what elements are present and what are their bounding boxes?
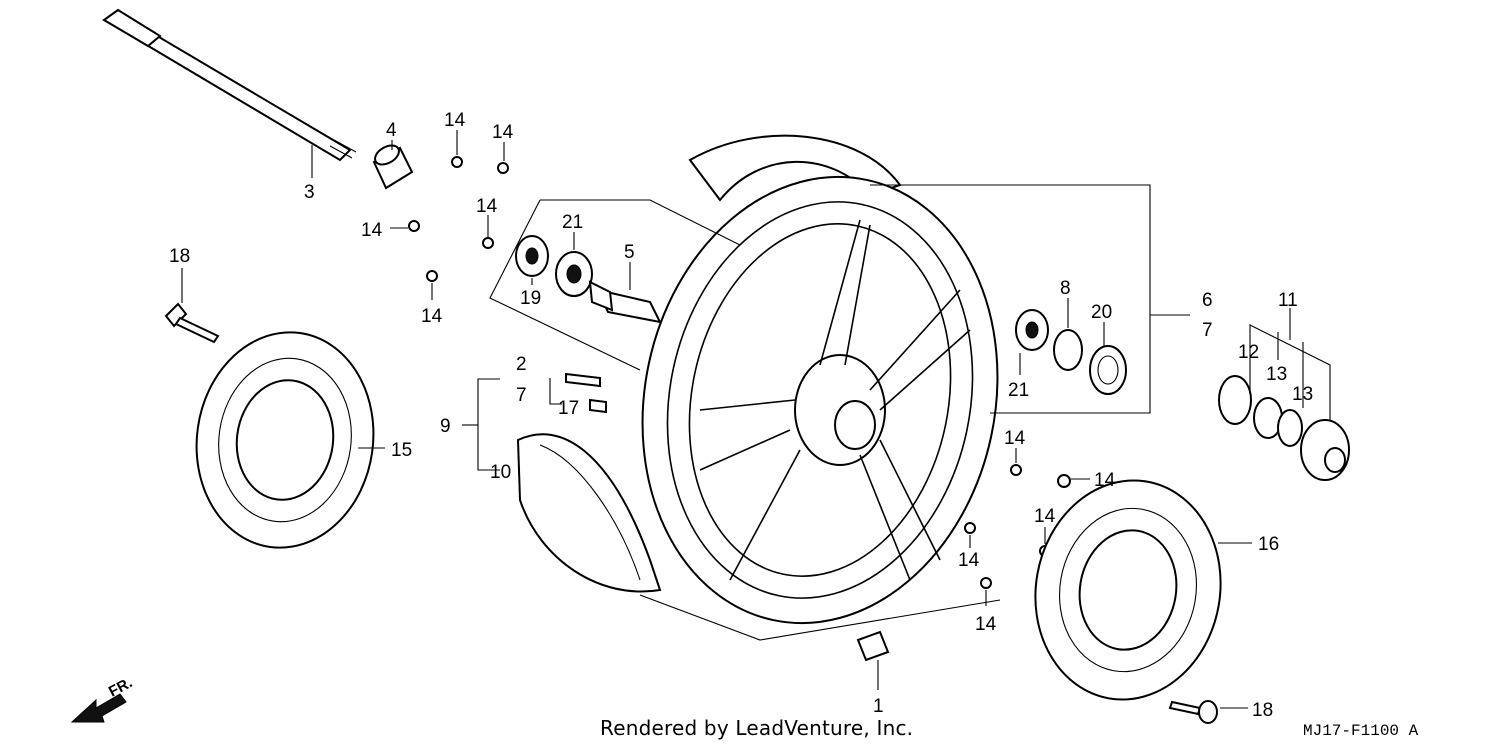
callout-20: 20 — [1091, 302, 1112, 323]
callout-14: 14 — [444, 110, 466, 131]
callout-14: 14 — [1094, 470, 1116, 491]
disc-bolt-part — [164, 302, 220, 344]
callout-11: 11 — [1278, 290, 1298, 311]
nut-parts — [408, 156, 1071, 589]
callout-18: 18 — [169, 246, 190, 267]
callout-4: 4 — [386, 120, 397, 141]
callout-12: 12 — [1238, 342, 1259, 363]
callout-14: 14 — [958, 550, 980, 571]
collar-part — [372, 144, 414, 190]
bearing-part — [555, 251, 593, 297]
right-brake-disc-part — [1034, 479, 1222, 701]
callout-14: 14 — [361, 220, 383, 241]
callout-14: 14 — [1034, 506, 1056, 527]
callout-10: 10 — [490, 462, 511, 483]
callout-14: 14 — [492, 122, 514, 143]
dust-seal-part — [1089, 345, 1127, 395]
render-credit: Rendered by LeadVenture, Inc. — [600, 716, 914, 740]
callout-13: 13 — [1292, 384, 1313, 405]
group-outline — [489, 184, 1151, 641]
front-direction-arrow: FR. — [70, 674, 135, 723]
callout-7: 7 — [1202, 320, 1213, 341]
callout-21: 21 — [1008, 380, 1029, 401]
callout-6: 6 — [1202, 290, 1213, 311]
callout-8: 8 — [1060, 278, 1071, 299]
callout-14: 14 — [975, 614, 997, 635]
callout-18: 18 — [1252, 700, 1273, 721]
callout-2: 2 — [516, 354, 527, 375]
diagram-code: MJ17-F1100 A — [1303, 722, 1419, 740]
callout-5: 5 — [624, 242, 635, 263]
callout-1: 1 — [873, 696, 884, 717]
callout-3: 3 — [304, 182, 315, 203]
callout-13: 13 — [1266, 364, 1287, 385]
callout-16: 16 — [1258, 534, 1279, 555]
bearing-part — [515, 235, 549, 277]
callout-19: 19 — [520, 288, 541, 309]
oil-seal-part — [1053, 329, 1083, 371]
disc-bolt-part — [1168, 700, 1218, 724]
callout-14: 14 — [421, 306, 443, 327]
tire-part — [516, 433, 662, 593]
callout-17: 17 — [558, 398, 579, 419]
callout-21: 21 — [562, 212, 583, 233]
callout-7: 7 — [516, 385, 527, 406]
speedometer-gearbox-part — [1218, 375, 1350, 481]
front-direction-label: FR. — [106, 674, 135, 700]
valve-part — [565, 372, 607, 414]
wheel-rim-part — [641, 175, 999, 625]
axle-part — [102, 8, 357, 162]
callout-14: 14 — [476, 196, 498, 217]
callout-9: 9 — [440, 416, 451, 437]
distance-collar-part — [588, 280, 662, 324]
balance-weight-part — [856, 630, 890, 662]
bearing-part — [1015, 309, 1049, 351]
left-brake-disc-part — [195, 331, 375, 549]
callout-numbers: 3 4 14 14 14 14 14 18 15 21 5 19 2 7 9 1… — [169, 110, 1313, 721]
callout-15: 15 — [391, 440, 412, 461]
callout-14: 14 — [1004, 428, 1026, 449]
